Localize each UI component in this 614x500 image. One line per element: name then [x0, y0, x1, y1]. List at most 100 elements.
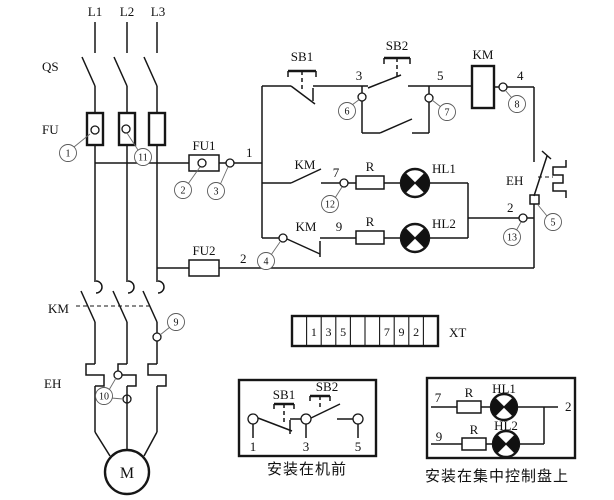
- leader-line: [431, 99, 442, 108]
- leader-line: [334, 186, 343, 199]
- lamp-cross: [496, 434, 516, 454]
- wire-number-3: 3: [356, 68, 363, 83]
- lamp-wedge: [415, 173, 430, 193]
- callout-4: 4: [264, 257, 269, 268]
- callout-circle: [167, 313, 185, 331]
- contact-hook: [95, 280, 103, 294]
- callout-1: 1: [66, 149, 71, 160]
- xt-label: XT: [449, 325, 466, 340]
- terminal-node: [90, 125, 100, 135]
- contact-blade: [367, 74, 402, 89]
- qs-disconnect-switch: QS: [42, 56, 158, 113]
- resistor: [461, 437, 487, 451]
- lamp-wedge: [415, 228, 430, 248]
- inset-terminal-5: 5: [355, 439, 362, 454]
- lamp-hl1: [399, 167, 431, 199]
- contact-blade: [533, 155, 548, 197]
- terminal-node: [197, 158, 207, 168]
- fu2-control-fuse: FU2 2: [157, 243, 534, 277]
- lamp-cross: [494, 397, 514, 417]
- callout-3: 3: [214, 187, 219, 198]
- callout-13: 13: [507, 233, 517, 244]
- fu1-control-fuse: FU1 1: [95, 138, 262, 172]
- wire-number-9: 9: [336, 219, 343, 234]
- inset-sb2-label: SB2: [316, 379, 338, 394]
- lamp-hl2-inset: [491, 429, 521, 459]
- sb2-start-button: SB2: [362, 38, 472, 89]
- inset-wire-9: 9: [436, 429, 443, 444]
- lamp-hl2: [399, 222, 431, 254]
- callout-8: 8: [515, 100, 520, 111]
- lamp-cross: [404, 172, 426, 194]
- ref-callouts: 1 11 2 3 4 5 6 7 8 9 10 12: [59, 89, 562, 405]
- inset-terminal-1: 1: [250, 439, 257, 454]
- callout-circle: [134, 148, 152, 166]
- xt-cell: 2: [413, 325, 419, 339]
- inset-panel-caption: 安装在集中控制盘上: [425, 467, 569, 485]
- contact-blade: [310, 403, 341, 419]
- eh-main-label: EH: [44, 376, 61, 391]
- inset-wire-7: 7: [435, 390, 442, 405]
- leader-line: [504, 89, 513, 99]
- callout-circle: [95, 387, 113, 405]
- coil-box: [470, 64, 496, 110]
- callout-12: 12: [325, 200, 335, 211]
- switch-blade: [81, 56, 96, 87]
- thermal-trip-symbol: [552, 160, 567, 198]
- inset-hl1-label: HL1: [492, 381, 516, 396]
- inset-control-panel: 7 R HL1 2 9 R HL2 安装在集中控制盘上: [425, 376, 577, 485]
- km-main-contacts: KM: [48, 280, 165, 364]
- callout-9: 9: [174, 318, 179, 329]
- terminal-node: [121, 124, 131, 134]
- motor-body: [103, 448, 151, 496]
- xt-terminal-block: 1 3 5 7 9 2 XT: [290, 314, 466, 348]
- contact-blade: [257, 417, 293, 432]
- lamp-wedge: [492, 434, 506, 454]
- lamp-hl1-inset: [489, 392, 519, 422]
- wire-number-4: 4: [517, 68, 524, 83]
- km-main-label: KM: [48, 301, 69, 316]
- lamp-wedge: [400, 228, 415, 248]
- inset-r2-label: R: [470, 422, 479, 437]
- r2-label: R: [366, 214, 375, 229]
- callout-circle: [321, 195, 339, 213]
- callout-2: 2: [181, 186, 186, 197]
- terminal-node: [152, 332, 162, 342]
- fuse-fu1: [188, 154, 220, 172]
- terminal-node: [300, 413, 312, 425]
- qs-label: QS: [42, 59, 59, 74]
- phase-label-l3: L3: [151, 4, 165, 19]
- contact-blade: [80, 290, 96, 323]
- leader-line: [219, 166, 229, 186]
- fu1-label: FU1: [192, 138, 215, 153]
- callout-11: 11: [138, 153, 148, 164]
- contact-hook: [157, 280, 165, 294]
- hl2-stop-lamp-branch: KM 9 R HL2: [262, 214, 468, 257]
- sb1-label: SB1: [291, 49, 313, 64]
- heater-element: [147, 363, 167, 387]
- wire-number-2: 2: [240, 251, 247, 266]
- terminal-node: [352, 413, 364, 425]
- wire: [143, 431, 158, 457]
- lamp-wedge: [506, 434, 520, 454]
- inset-wire-2: 2: [565, 399, 572, 414]
- fu2-label: FU2: [192, 243, 215, 258]
- lamp-wedge: [504, 397, 518, 417]
- xt-cell: 3: [326, 325, 332, 339]
- contact-blade: [286, 238, 321, 255]
- terminal-node: [518, 213, 528, 223]
- eh-overload-contact: EH: [506, 87, 567, 268]
- hl2-label: HL2: [432, 216, 456, 231]
- wire-number-7: 7: [333, 165, 340, 180]
- wire-number-5: 5: [437, 68, 444, 83]
- eh-thermal-elements: EH: [44, 363, 167, 451]
- heater-element: [85, 363, 105, 387]
- km-nc-label: KM: [296, 219, 317, 234]
- eh-ctrl-label: EH: [506, 173, 523, 188]
- inset-machine-front: SB1 SB2 1 3 5 安装在机前: [237, 378, 378, 478]
- leader-line: [270, 241, 281, 256]
- fu-main-fuses: FU: [42, 111, 167, 147]
- callout-10: 10: [99, 392, 109, 403]
